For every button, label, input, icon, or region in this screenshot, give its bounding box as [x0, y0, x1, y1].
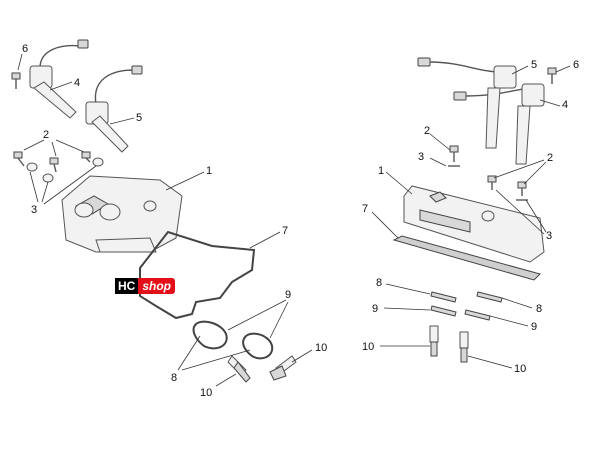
spark-plugs-left-10: [227, 355, 297, 383]
o-rings-left-8: [192, 320, 274, 360]
callout-right-8a: 8: [376, 277, 382, 289]
leader-right-7: [371, 211, 399, 239]
logo-shop-text: shop: [138, 278, 176, 294]
leader-right-1: [385, 171, 413, 195]
leader-right-3c: [525, 199, 547, 233]
valve-cover-left: [61, 175, 183, 253]
leader-left-2c: [55, 139, 85, 153]
leader-left-3c: [43, 165, 97, 205]
leader-right-3b: [495, 189, 545, 235]
bolt-part-left-6: [11, 72, 21, 89]
callout-right-5: 5: [531, 59, 537, 71]
callout-right-8b: 8: [536, 303, 542, 315]
bolt-part-right-6: [547, 67, 557, 84]
callout-left-4: 4: [74, 77, 80, 89]
callout-right-2a: 2: [424, 125, 430, 137]
callout-right-4: 4: [562, 99, 568, 111]
leader-left-10a: [215, 373, 237, 387]
leader-left-2a: [23, 139, 45, 151]
callout-left-3: 3: [31, 204, 37, 216]
hcshop-logo: HC shop: [115, 278, 176, 294]
ignition-coil-left-4: [29, 39, 89, 119]
leader-right-3a: [429, 157, 447, 167]
callout-right-9b: 9: [531, 321, 537, 333]
gasket-right-7: [392, 235, 541, 281]
leader-right-2b: [493, 159, 545, 179]
callout-right-10a: 10: [362, 341, 374, 353]
leader-right-10b: [467, 355, 513, 369]
leader-right-8b: [501, 297, 533, 309]
callout-right-9a: 9: [372, 303, 378, 315]
leader-left-5: [109, 117, 135, 125]
bolts-washers-left: [13, 151, 104, 183]
leader-right-9b: [489, 315, 529, 327]
callout-right-7: 7: [362, 203, 368, 215]
callout-right-6: 6: [573, 59, 579, 71]
leader-right-2c: [523, 161, 547, 185]
callout-left-1: 1: [206, 165, 212, 177]
logo-hc-text: HC: [115, 278, 139, 294]
leader-left-3b: [41, 181, 49, 203]
leader-right-8a: [385, 283, 431, 295]
leader-right-9a: [383, 307, 431, 311]
leader-left-6: [17, 53, 23, 71]
callout-right-1: 1: [378, 165, 384, 177]
callout-left-6: 6: [22, 43, 28, 55]
leader-left-3a: [29, 171, 39, 203]
right-assembly: 5 6 4 2 3 2 3 1 7 8 9 8 9 10 10: [362, 57, 579, 375]
callout-right-10b: 10: [514, 363, 526, 375]
callout-right-3b: 3: [546, 230, 552, 242]
leader-left-1: [165, 171, 205, 191]
callout-right-2b: 2: [547, 152, 553, 164]
ignition-coils-right: [485, 65, 545, 165]
leader-right-2a: [429, 133, 451, 151]
seals-right-8-9: [430, 291, 503, 321]
gasket-left-7: [139, 230, 256, 320]
callout-left-5: 5: [136, 112, 142, 124]
leader-left-2b: [51, 141, 57, 157]
leader-left-8b: [181, 349, 251, 371]
ignition-coil-left-5: [85, 65, 143, 153]
bolts-washers-right: [448, 145, 528, 201]
leader-left-7: [249, 231, 281, 249]
spark-plugs-right-10: [429, 325, 469, 363]
leader-left-8a: [177, 335, 201, 371]
callout-left-9: 9: [285, 289, 291, 301]
leader-left-9a: [227, 299, 287, 331]
leader-right-6: [555, 65, 571, 73]
leader-left-9b: [269, 301, 289, 339]
callout-left-10a: 10: [200, 387, 212, 399]
callout-left-2: 2: [43, 129, 49, 141]
callout-left-8: 8: [171, 372, 177, 384]
leader-right-4: [539, 99, 561, 107]
valve-cover-right: [403, 185, 545, 263]
leader-left-4: [49, 81, 73, 91]
leader-right-5: [511, 65, 529, 75]
callout-right-3a: 3: [418, 151, 424, 163]
leader-left-10b: [291, 349, 313, 363]
callout-left-7: 7: [282, 225, 288, 237]
callout-left-10b: 10: [315, 342, 327, 354]
left-assembly: 6 4 5 2 3 1 7 9 8 10 10: [11, 39, 327, 399]
